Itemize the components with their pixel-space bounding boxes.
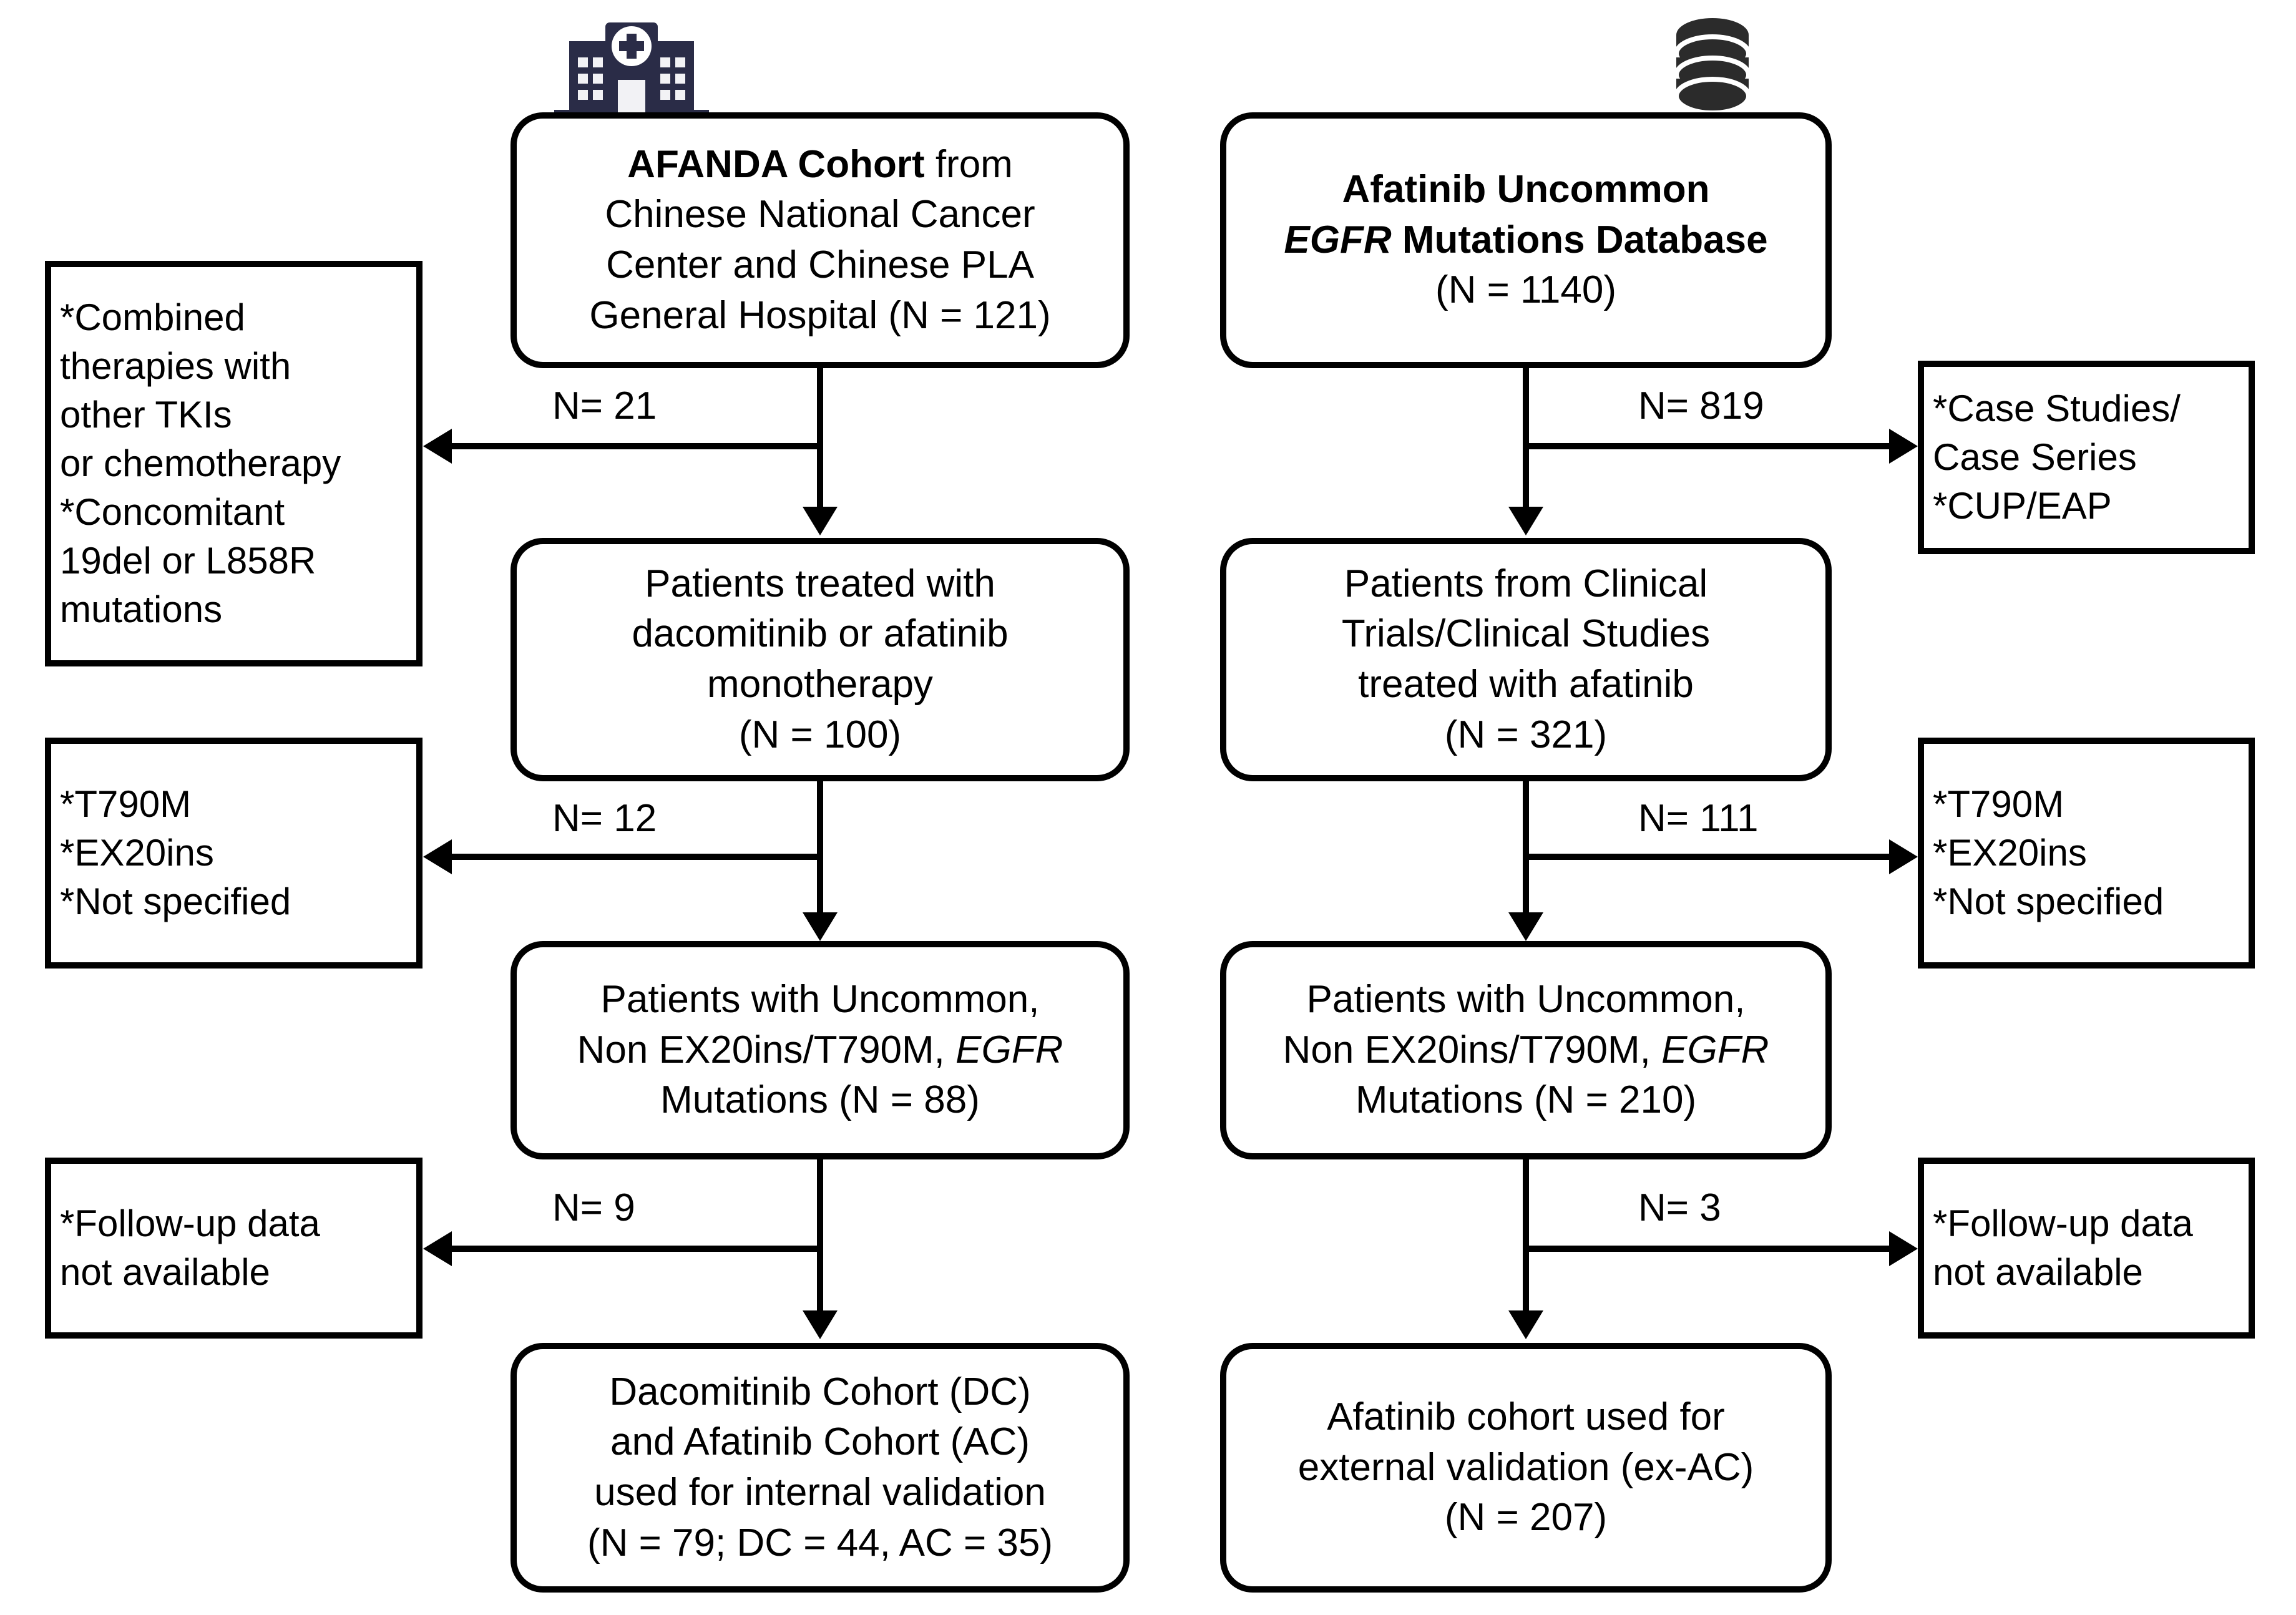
edge-label-right-1: N= 819 [1638,384,1764,427]
node-left-step2[interactable]: Patients treated with dacomitinib or afa… [510,538,1130,781]
node-right-step2-line-3: treated with afatinib [1358,663,1694,706]
edge-label-right-3: N= 3 [1638,1186,1721,1229]
node-left-source-line-2: Chinese National Cancer [605,193,1035,237]
connector-right-h1 [1523,443,1889,449]
connector-right-v2 [1523,781,1529,916]
connector-left-h1 [452,443,820,449]
node-right-step2-line-2: Trials/Clinical Studies [1341,612,1711,656]
exclusion-left-1-line-2: therapies with [60,345,291,387]
node-left-source-line-3: Center and Chinese PLA [606,243,1034,286]
connector-right-v3 [1523,1159,1529,1314]
exclusion-left-2-line-1: *T790M [60,783,192,825]
exclusion-left-2-line-2: *EX20ins [60,832,214,874]
node-right-source[interactable]: Afatinib Uncommon EGFR Mutations Databas… [1220,112,1832,368]
exclusion-left-3-line-2: not available [60,1251,270,1293]
node-left-final-line-4: (N = 79; DC = 44, AC = 35) [587,1521,1053,1564]
connector-left-v1 [817,368,823,509]
arrow-right-excl-1 [1889,429,1918,464]
node-right-step3-line-3: Mutations (N = 210) [1355,1078,1697,1122]
exclusion-right-2-line-3: *Not specified [1933,881,2164,922]
connector-left-v3 [817,1159,823,1314]
exclusion-right-3[interactable]: *Follow-up data not available [1918,1158,2255,1339]
connector-left-h2 [452,854,820,860]
exclusion-left-3[interactable]: *Follow-up data not available [45,1158,423,1339]
node-left-source[interactable]: AFANDA Cohort from Chinese National Canc… [510,112,1130,368]
node-right-step3-line-1: Patients with Uncommon, [1306,978,1746,1022]
exclusion-left-2[interactable]: *T790M *EX20ins *Not specified [45,738,423,969]
exclusion-left-1-line-4: or chemotherapy [60,442,341,484]
database-icon [1668,7,1761,120]
arrow-left-down-2 [803,912,838,941]
arrow-right-down-2 [1508,912,1543,941]
exclusion-left-3-line-1: *Follow-up data [60,1203,320,1244]
node-left-final-line-1: Dacomitinib Cohort (DC) [609,1370,1031,1413]
connector-right-h2 [1523,854,1889,860]
arrow-right-down-1 [1508,507,1543,535]
node-left-final-line-3: used for internal validation [594,1471,1046,1514]
node-left-step2-line-2: dacomitinib or afatinib [632,612,1009,656]
node-right-source-line-3: (N = 1140) [1435,268,1617,312]
node-right-step3-line-2: Non EX20ins/T790M, EGFR [1282,1028,1769,1071]
edge-label-right-2: N= 111 [1638,797,1759,840]
node-left-step2-line-3: monotherapy [707,663,933,706]
arrow-right-down-3 [1508,1310,1543,1339]
exclusion-left-1-line-6: 19del or L858R [60,540,316,582]
exclusion-right-1-line-2: Case Series [1933,436,2137,478]
arrow-left-down-3 [803,1310,838,1339]
node-right-final-line-1: Afatinib cohort used for [1327,1395,1725,1439]
arrow-right-excl-2 [1889,839,1918,874]
node-left-step2-line-4: (N = 100) [738,713,902,756]
exclusion-right-2-line-1: *T790M [1933,783,2064,825]
arrow-left-excl-3 [423,1231,452,1266]
connector-right-v1 [1523,368,1529,509]
connector-left-h3 [452,1246,820,1252]
node-right-step3[interactable]: Patients with Uncommon, Non EX20ins/T790… [1220,941,1832,1159]
node-right-final-line-2: external validation (ex-AC) [1297,1445,1754,1489]
edge-label-left-2: N= 12 [552,797,657,840]
exclusion-left-2-line-3: *Not specified [60,881,291,922]
exclusion-right-3-line-1: *Follow-up data [1933,1203,2193,1244]
node-right-step2-line-4: (N = 321) [1444,713,1608,756]
exclusion-left-1[interactable]: *Combined therapies with other TKIs or c… [45,261,423,666]
arrow-left-excl-1 [423,429,452,464]
exclusion-right-1-line-1: *Case Studies/ [1933,388,2181,429]
node-right-step2[interactable]: Patients from Clinical Trials/Clinical S… [1220,538,1832,781]
exclusion-right-3-line-2: not available [1933,1251,2143,1293]
exclusion-right-2[interactable]: *T790M *EX20ins *Not specified [1918,738,2255,969]
node-left-step3[interactable]: Patients with Uncommon, Non EX20ins/T790… [510,941,1130,1159]
exclusion-right-1[interactable]: *Case Studies/ Case Series *CUP/EAP [1918,361,2255,554]
exclusion-left-1-line-7: mutations [60,588,223,630]
node-left-final-line-2: and Afatinib Cohort (AC) [610,1420,1030,1464]
exclusion-left-1-line-1: *Combined [60,296,245,338]
connector-right-h3 [1523,1246,1889,1252]
node-right-final-line-3: (N = 207) [1444,1496,1608,1539]
node-left-step2-line-1: Patients treated with [645,562,995,605]
arrow-left-down-1 [803,507,838,535]
node-left-step3-line-2: Non EX20ins/T790M, EGFR [577,1028,1063,1071]
node-left-source-line-1: AFANDA Cohort from [627,142,1013,186]
arrow-left-excl-2 [423,839,452,874]
hospital-icon [544,5,719,124]
node-right-step2-line-1: Patients from Clinical [1344,562,1708,605]
exclusion-left-1-line-3: other TKIs [60,394,232,436]
node-right-source-line-2: EGFR Mutations Database [1284,218,1768,261]
exclusion-right-1-line-3: *CUP/EAP [1933,485,2112,527]
node-left-source-line-4: General Hospital (N = 121) [589,293,1051,337]
edge-label-left-1: N= 21 [552,384,657,427]
exclusion-left-1-line-5: *Concomitant [60,491,285,533]
connector-left-v2 [817,781,823,916]
edge-label-left-3: N= 9 [552,1186,635,1229]
node-left-final[interactable]: Dacomitinib Cohort (DC) and Afatinib Coh… [510,1343,1130,1593]
node-right-final[interactable]: Afatinib cohort used for external valida… [1220,1343,1832,1593]
exclusion-right-2-line-2: *EX20ins [1933,832,2087,874]
node-left-step3-line-3: Mutations (N = 88) [660,1078,980,1122]
node-left-step3-line-1: Patients with Uncommon, [600,978,1040,1022]
arrow-right-excl-3 [1889,1231,1918,1266]
node-right-source-line-1: Afatinib Uncommon [1342,168,1710,212]
